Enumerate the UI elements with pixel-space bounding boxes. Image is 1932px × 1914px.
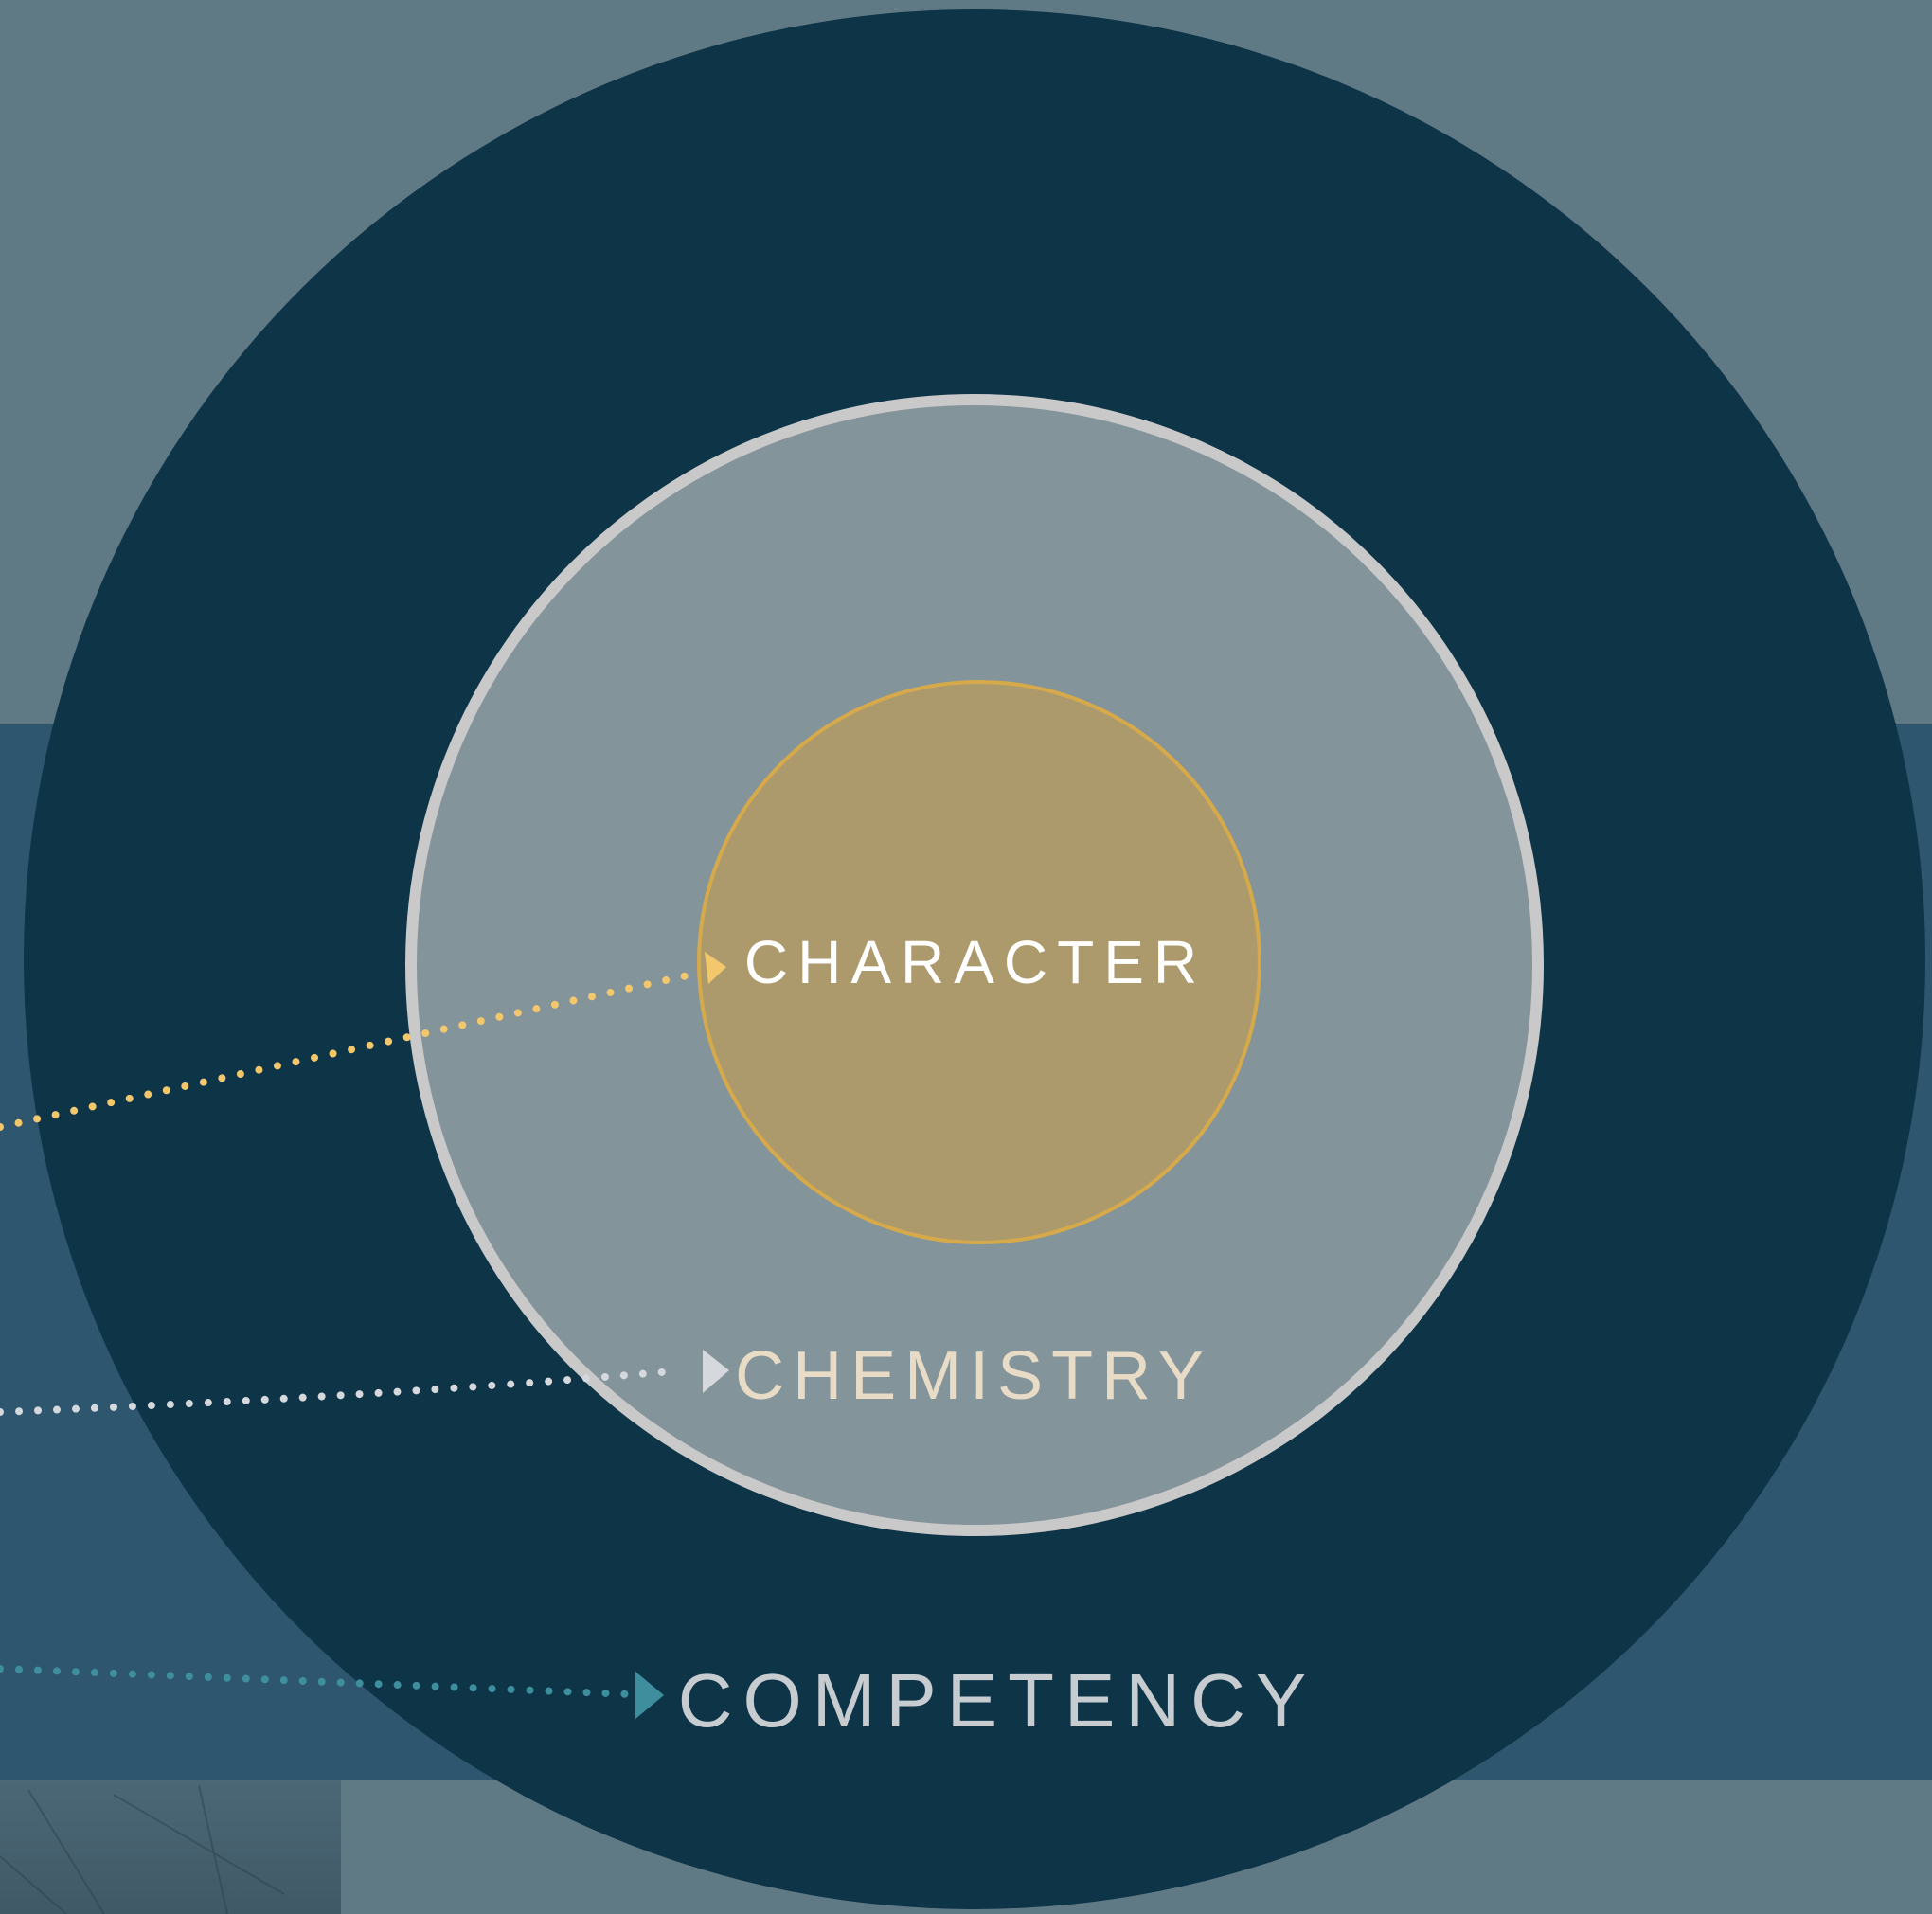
- competency-arrow: [0, 1665, 664, 1719]
- chemistry-arrow: [0, 1350, 729, 1416]
- competency-arrowhead-icon: [635, 1672, 664, 1719]
- character-arrowhead-icon: [705, 952, 726, 984]
- competency-label: COMPETENCY: [678, 1658, 1317, 1743]
- background-texture-lines: [0, 1784, 285, 1914]
- character-label: CHARACTER: [744, 928, 1207, 996]
- inner-circle-character: [697, 680, 1261, 1244]
- background-bottom-block: [0, 1780, 341, 1914]
- character-arrow: [0, 952, 726, 1131]
- chemistry-arrowhead-icon: [703, 1350, 729, 1393]
- chemistry-label: CHEMISTRY: [735, 1338, 1212, 1414]
